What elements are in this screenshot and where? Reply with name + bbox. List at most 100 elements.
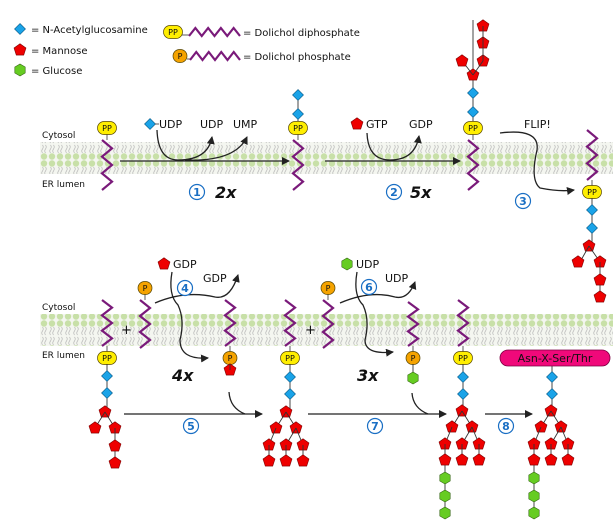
- mannose-pentagon-icon: [593, 273, 607, 286]
- step4-multiplier: 4x: [171, 366, 194, 385]
- legend-dolichol-diphosphate-label: = Dolichol diphosphate: [243, 28, 360, 39]
- step-8-circle: 8: [497, 417, 515, 435]
- glcnac-diamond-icon: [586, 204, 598, 216]
- glcnac-diamond-icon: [101, 387, 113, 399]
- glcnac-diamond-icon: [546, 371, 558, 383]
- pp-badge: PP: [97, 351, 117, 365]
- p-badge-label: P: [326, 284, 331, 293]
- step6-multiplier: 3x: [357, 366, 379, 385]
- step-circle-shape: [188, 183, 206, 201]
- glucose-hexagon-icon: [439, 471, 451, 485]
- mannose-pentagon-icon: [544, 404, 558, 417]
- step1-donor: UDP: [159, 118, 183, 131]
- step1-multiplier: 2x: [215, 183, 237, 202]
- mannose-pentagon-icon: [88, 421, 102, 434]
- mannose-pentagon-icon: [455, 54, 469, 67]
- pp-badge: PP: [463, 121, 483, 135]
- step-7-circle: 7: [366, 417, 384, 435]
- glucose-hexagon-icon: [341, 257, 353, 271]
- step2-product-gdp: GDP: [409, 118, 433, 131]
- plus-sign-step4: +: [121, 323, 132, 338]
- p-badge: P: [222, 351, 238, 365]
- mannose-pentagon-icon: [262, 454, 276, 467]
- step-number: 8: [502, 420, 510, 433]
- step1-glcnac-icon: [144, 118, 159, 130]
- dolichol-chain: [283, 299, 297, 347]
- glcnac-diamond-icon: [14, 23, 26, 35]
- glcnac-diamond-icon: [457, 388, 469, 400]
- dolichol-chain: [291, 139, 305, 191]
- pp-badge: PP: [288, 121, 308, 135]
- mannose-pentagon-icon: [593, 290, 607, 303]
- dolichol-chain: [189, 50, 241, 62]
- p-badge-shape: [172, 49, 188, 63]
- mannose-pentagon-icon: [455, 404, 469, 417]
- pp-badge-label: PP: [587, 188, 597, 197]
- mannose-pentagon-icon: [350, 117, 364, 130]
- step-circle-shape: [497, 417, 515, 435]
- dolichol-chain: [223, 299, 237, 347]
- step-circle-shape: [366, 417, 384, 435]
- legend-mannose-label: = Mannose: [31, 46, 87, 57]
- glcnac-diamond-icon: [284, 371, 296, 383]
- step1-product-udp: UDP: [200, 118, 224, 131]
- dolichol-chain: [466, 139, 480, 191]
- mannose-pentagon-icon: [98, 405, 112, 418]
- cytosol-label-top: Cytosol: [42, 131, 75, 141]
- p-badge: P: [137, 281, 153, 295]
- glcnac-diamond-icon: [144, 118, 156, 130]
- glcnac-diamond-icon: [457, 371, 469, 383]
- arrow-step1-udp-curve: [156, 129, 215, 161]
- arrow-step6-transfer: [339, 281, 417, 304]
- legend-mannose-icon: [13, 43, 27, 56]
- step3-flip-label: FLIP!: [524, 118, 551, 131]
- step2-multiplier: 5x: [410, 183, 432, 202]
- p-badge: P: [172, 49, 188, 63]
- legend-dolichol-phosphate-icon: P: [172, 49, 241, 63]
- mannose-pentagon-icon: [289, 421, 303, 434]
- pp-badge-label: PP: [102, 354, 112, 363]
- step-circle-shape: [176, 279, 194, 297]
- dolichol-chain: [138, 299, 152, 349]
- p-badge-label: P: [228, 354, 233, 363]
- dolichol-chain: [321, 299, 335, 349]
- mannose-pentagon-icon: [534, 420, 548, 433]
- p-badge: P: [320, 281, 336, 295]
- glycosidic-bond: [472, 60, 484, 76]
- step-circle-shape: [385, 183, 403, 201]
- legend-glcnac-label: = N-Acetylglucosamine: [31, 25, 148, 36]
- step-number: 4: [181, 282, 189, 295]
- peptide-box: [499, 349, 611, 367]
- legend-glucose-icon: [14, 63, 26, 77]
- glucose-hexagon-icon: [14, 63, 26, 77]
- peptide-label: Asn-X-Ser/Thr: [518, 352, 593, 365]
- glcnac-diamond-icon: [467, 87, 479, 99]
- legend-dolichol-diphosphate-icon: PP: [163, 25, 241, 39]
- step6-donor: UDP: [356, 258, 380, 271]
- p-badge-shape: [320, 281, 336, 295]
- step-number: 3: [519, 195, 527, 208]
- mannose-pentagon-icon: [465, 420, 479, 433]
- glcnac-diamond-icon: [292, 89, 304, 101]
- p-badge-label: P: [411, 354, 416, 363]
- pp-badge-shape: [97, 121, 117, 135]
- mannose-pentagon-icon: [279, 405, 293, 418]
- dolichol-chain: [100, 139, 114, 191]
- arrow-step3-flip: [499, 131, 575, 195]
- step-2-circle: 2: [385, 183, 403, 201]
- pp-badge-label: PP: [458, 354, 468, 363]
- mannose-pentagon-icon: [544, 453, 558, 466]
- arrow-step4-flip: [170, 271, 209, 363]
- step-number: 5: [187, 420, 195, 433]
- step4-product-gdp: GDP: [203, 272, 227, 285]
- pp-badge-label: PP: [168, 28, 178, 37]
- step6-product-udp: UDP: [385, 272, 409, 285]
- glcnac-diamond-icon: [101, 370, 113, 382]
- mannose-pentagon-icon: [582, 239, 596, 252]
- mannose-pentagon-icon: [472, 453, 486, 466]
- mannose-pentagon-icon: [438, 453, 452, 466]
- step-1-circle: 1: [188, 183, 206, 201]
- plus-sign-step6: +: [305, 323, 316, 338]
- mannose-pentagon-icon: [561, 453, 575, 466]
